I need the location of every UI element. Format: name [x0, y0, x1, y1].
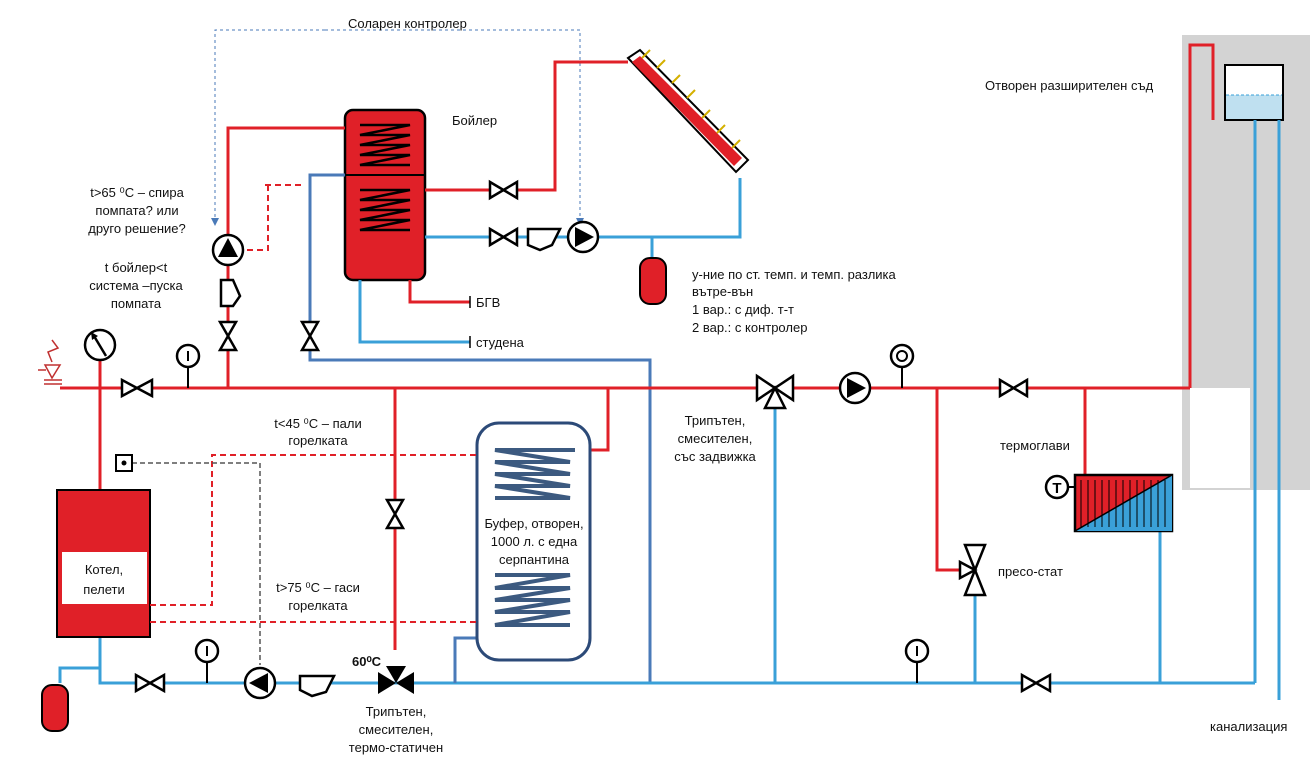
svg-text:серпантина: серпантина — [499, 552, 570, 567]
filter — [298, 674, 337, 698]
svg-text:помпата: помпата — [111, 296, 162, 311]
svg-text:канализация: канализация — [1210, 719, 1287, 734]
valve[interactable] — [299, 320, 321, 352]
solar-collector — [626, 48, 750, 174]
pressure-gauge — [904, 638, 930, 683]
svg-text:60⁰C: 60⁰C — [352, 654, 382, 669]
three-way-mixing-valve[interactable] — [755, 373, 795, 410]
svg-text:t>65 ⁰C – спира: t>65 ⁰C – спира — [90, 185, 184, 200]
solar-expansion-vessel — [639, 257, 667, 305]
valve[interactable] — [120, 377, 154, 399]
manometer — [83, 328, 117, 362]
valve[interactable] — [134, 672, 166, 694]
svg-text:1 вар.: с диф. т-т: 1 вар.: с диф. т-т — [692, 302, 794, 317]
valve[interactable] — [384, 498, 406, 530]
valve[interactable] — [1020, 672, 1052, 694]
svg-text:горелката: горелката — [288, 598, 348, 613]
check-valve — [219, 278, 242, 308]
svg-text:друго решение?: друго решение? — [88, 221, 186, 236]
heating-pump[interactable] — [838, 371, 872, 405]
svg-text:T: T — [1052, 480, 1061, 497]
pressure-gauge — [175, 343, 201, 388]
boiler-loop-return — [308, 173, 652, 683]
svg-text:Буфер, отворен,: Буфер, отворен, — [484, 516, 583, 531]
radiator — [1073, 473, 1174, 533]
controller-signal-left — [214, 29, 325, 220]
valve[interactable] — [488, 226, 519, 248]
solar-pump[interactable] — [566, 220, 600, 254]
svg-text:Котел,: Котел, — [85, 562, 123, 577]
safety-valve-icon — [38, 339, 62, 385]
svg-text:t>75 ⁰C – гаси: t>75 ⁰C – гаси — [276, 580, 360, 595]
svg-text:горелката: горелката — [288, 433, 348, 448]
thermostatic-head[interactable]: T — [1044, 474, 1070, 500]
boiler-loop-hot — [226, 126, 345, 388]
valve[interactable] — [998, 377, 1029, 399]
svg-text:t<45 ⁰C – пали: t<45 ⁰C – пали — [274, 416, 361, 431]
boiler-expansion-vessel — [41, 684, 69, 732]
controller-signal-right — [325, 29, 581, 220]
svg-text:смесителен,: смесителен, — [359, 722, 434, 737]
expansion-hot-pipe — [1188, 43, 1215, 388]
solar-controller-label: Соларен контролер — [348, 16, 467, 31]
boiler-pump[interactable] — [243, 666, 277, 700]
svg-text:2 вар.: с контролер: 2 вар.: с контролер — [692, 320, 807, 335]
svg-text:у-ние по ст. темп. и темп. раз: у-ние по ст. темп. и темп. разлика — [692, 267, 897, 282]
svg-text:студена: студена — [476, 335, 525, 350]
svg-text:вътре-вън: вътре-вън — [692, 284, 753, 299]
svg-text:термо-статичен: термо-статичен — [349, 740, 443, 755]
open-expansion-label: Отворен разширителен съд — [985, 78, 1154, 93]
svg-text:1000 л. с една: 1000 л. с една — [491, 534, 578, 549]
thermometer — [889, 343, 915, 388]
svg-text:БГВ: БГВ — [476, 295, 500, 310]
svg-text:термоглави: термоглави — [1000, 438, 1070, 453]
svg-text:пресо-стат: пресо-стат — [998, 564, 1063, 579]
boiler-label: Бойлер — [452, 113, 497, 128]
valve[interactable] — [217, 320, 239, 352]
svg-text:t бойлер<t: t бойлер<t — [105, 260, 168, 275]
svg-text:помпата? или: помпата? или — [95, 203, 178, 218]
svg-text:смесителен,: смесителен, — [678, 431, 753, 446]
svg-text:Трипътен,: Трипътен, — [685, 413, 746, 428]
pressure-gauge — [194, 638, 220, 683]
thermostatic-mixing-valve[interactable] — [378, 666, 414, 694]
svg-text:пелети: пелети — [83, 582, 124, 597]
svg-text:система –пуска: система –пуска — [89, 278, 183, 293]
filter — [526, 227, 563, 252]
boiler-circuit-pump[interactable] — [211, 233, 245, 267]
main-return-line — [98, 637, 1255, 685]
valve[interactable] — [488, 179, 519, 201]
svg-text:Трипътен,: Трипътен, — [366, 704, 427, 719]
pressostat-valve[interactable] — [958, 543, 987, 597]
svg-text:със задвижка: със задвижка — [674, 449, 756, 464]
